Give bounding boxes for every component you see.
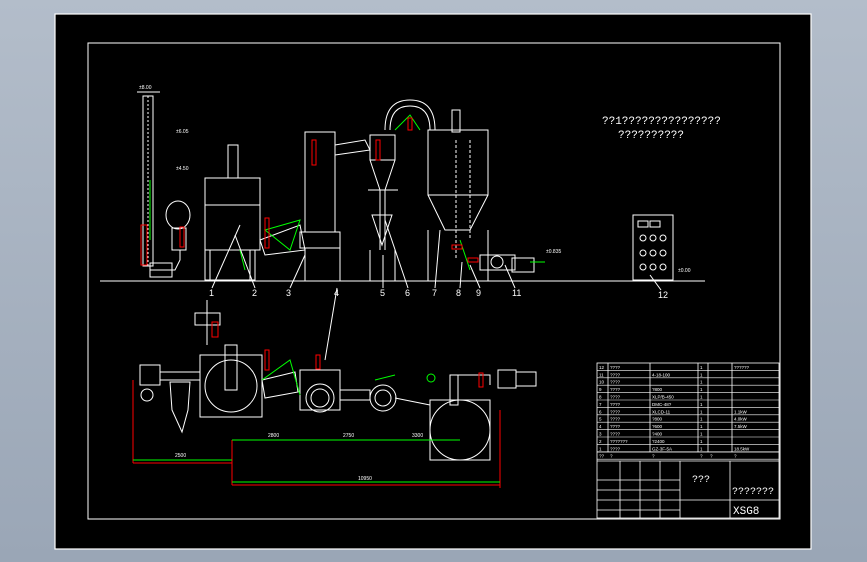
- notes-line-1: ??1???????????????: [602, 116, 721, 128]
- notes-line-2: ??????????: [618, 130, 684, 142]
- dim-2800: 2800: [268, 433, 279, 439]
- inner-frame: [87, 42, 781, 520]
- bom-cell: 1: [700, 380, 703, 385]
- dim-3300: 3300: [412, 433, 423, 439]
- bom-cell: 1: [700, 424, 703, 429]
- bom-cell: 1: [700, 395, 703, 400]
- green-accents: [149, 114, 545, 271]
- bom-cell: 1: [700, 439, 703, 444]
- callout-12: 12: [658, 290, 668, 300]
- bom-cell: ????: [610, 409, 621, 414]
- bom-cell: DMC-48?: [652, 402, 672, 407]
- bom-cell: ?: [652, 454, 655, 459]
- bom-cell: 6: [599, 409, 602, 414]
- bom-cell: ????: [610, 402, 621, 407]
- bom-cell: ?2400: [652, 439, 665, 444]
- bom-cell: ??????: [734, 365, 750, 370]
- bom-cell: 4-18-100: [652, 372, 671, 377]
- bom-cell: ????: [610, 446, 621, 451]
- bom-cell: 1: [700, 409, 703, 414]
- drawing-code: XSG8: [733, 506, 759, 518]
- outer-frame: [54, 13, 812, 550]
- bom-cell: ????: [610, 387, 621, 392]
- elevation-000: ±0.00: [678, 268, 691, 274]
- bom-cell: 1: [700, 365, 703, 370]
- callout-8: 8: [456, 288, 461, 298]
- callout-7: 7: [432, 288, 437, 298]
- callout-11: 11: [512, 288, 521, 298]
- plan-green: [261, 359, 436, 396]
- bom-cell: 9: [599, 387, 602, 392]
- callout-labels: 1 2 3 4 5 6 7 8 9 10 11 12: [209, 288, 668, 300]
- bom-cell: 18.5kW: [734, 446, 750, 451]
- bom-cell: GZ-3F-5A: [652, 446, 672, 451]
- plan-red: [132, 321, 501, 488]
- bom-cell: ?600: [652, 424, 663, 429]
- bom-cell: 1: [700, 432, 703, 437]
- elevation-top: ±8.00: [139, 85, 152, 91]
- bom-cell: 1: [700, 372, 703, 377]
- callout-leaders: [211, 219, 662, 361]
- bom-cell: 7: [599, 402, 602, 407]
- bom-cell: ????: [610, 395, 621, 400]
- bom-row-lines: [597, 370, 779, 460]
- bom-cell: XLCD-11: [652, 409, 671, 414]
- callout-6: 6: [405, 288, 410, 298]
- dim-2750: 2750: [343, 433, 354, 439]
- bom-cell: ????: [610, 417, 621, 422]
- bom-cell: ????: [610, 432, 621, 437]
- plan-view: [139, 300, 537, 461]
- bom-cell: 2: [599, 439, 602, 444]
- callout-9: 9: [476, 288, 481, 298]
- bom-cell: ?400: [652, 432, 663, 437]
- bom-cell: ????: [610, 372, 621, 377]
- elevation-view: [137, 91, 674, 282]
- bom-cell: 7.5kW: [734, 424, 748, 429]
- title-block-company: ???????: [732, 487, 774, 498]
- bom-cell: 1.1kW: [734, 409, 748, 414]
- bom-cell: 10: [599, 380, 605, 385]
- bom-cell: 1: [700, 446, 703, 451]
- bom-cell: 1: [700, 402, 703, 407]
- elevation-605: ±6.05: [176, 129, 189, 135]
- plan-dim-lines: [133, 439, 500, 483]
- plan-dimensions: 2800 2750 3300 2500 10950: [175, 433, 423, 482]
- bom-cell: ?: [734, 454, 737, 459]
- bom-cell: 4.0kW: [734, 417, 748, 422]
- bom-cell: ????: [610, 424, 621, 429]
- cabinet-buttons: [637, 220, 667, 271]
- bom-cell: ?: [610, 454, 613, 459]
- elevation-0835: ±0.835: [546, 249, 561, 255]
- callout-2: 2: [252, 288, 257, 298]
- bom-cell: ??: [599, 454, 605, 459]
- callout-3: 3: [286, 288, 291, 298]
- bom-cell: 3: [599, 432, 602, 437]
- bom-cell: 1: [599, 446, 602, 451]
- dim-10950: 10950: [358, 476, 372, 482]
- bom-cell: ?800: [652, 387, 663, 392]
- bom-cell: 4: [599, 424, 602, 429]
- bom-cell: 11: [599, 372, 604, 377]
- callout-1: 1: [209, 288, 214, 298]
- callout-5: 5: [380, 288, 385, 298]
- elevation-450: ±4.50: [176, 166, 189, 172]
- red-accents: [140, 117, 479, 266]
- bom-cell: 1: [700, 417, 703, 422]
- bom-cell: 12: [599, 365, 605, 370]
- bom-cell: ???????: [610, 439, 628, 444]
- bom-cell: ?: [700, 454, 703, 459]
- bom-cell: ?: [710, 454, 713, 459]
- bom-cell: ????: [610, 380, 621, 385]
- bom-cell: 5: [599, 417, 602, 422]
- bom-cell: 1: [700, 387, 703, 392]
- title-block-title: ???: [692, 475, 710, 486]
- dim-2500: 2500: [175, 453, 186, 459]
- bom-cell: 8: [599, 395, 602, 400]
- bom-cell: ????: [610, 365, 621, 370]
- bom-cell: ?800: [652, 417, 663, 422]
- bom-cell: XLP/B-450: [652, 395, 674, 400]
